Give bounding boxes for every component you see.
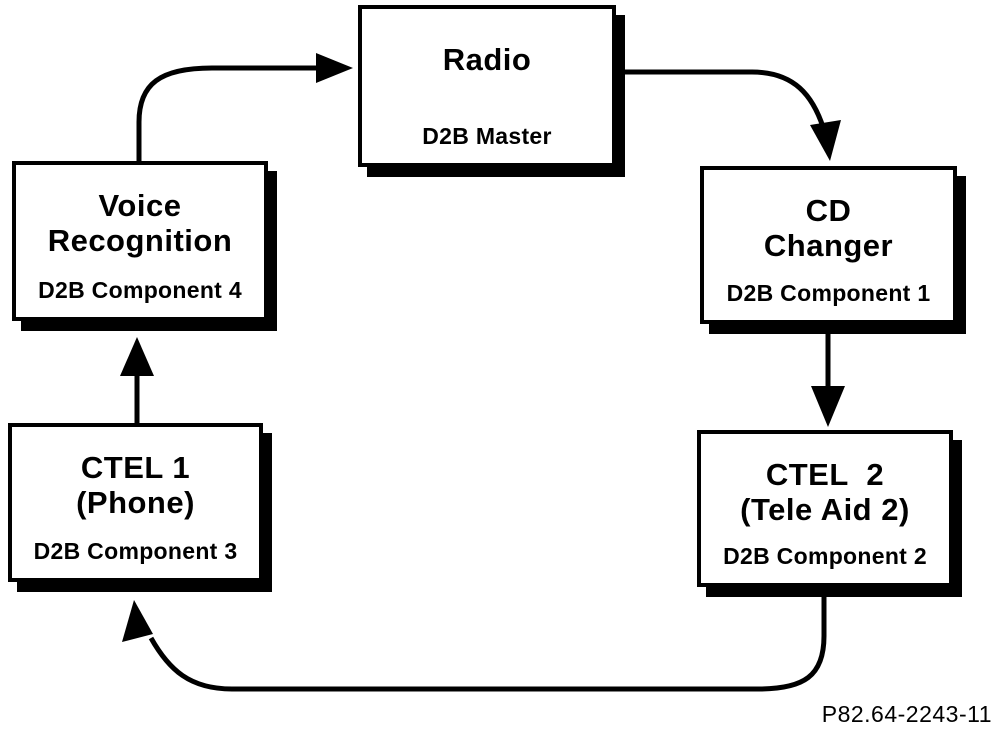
node-radio: Radio D2B Master xyxy=(358,5,616,167)
node-ctel-2-subtitle: D2B Component 2 xyxy=(723,543,927,569)
node-voice-recognition-subtitle: D2B Component 4 xyxy=(38,277,242,303)
node-ctel-2: CTEL 2 (Tele Aid 2) D2B Component 2 xyxy=(697,430,953,587)
arrow-voice-to-radio xyxy=(136,53,353,170)
node-voice-recognition: Voice Recognition D2B Component 4 xyxy=(12,161,268,321)
arrow-cd-changer-to-ctel-2 xyxy=(811,330,845,427)
node-ctel-1: CTEL 1 (Phone) D2B Component 3 xyxy=(8,423,263,582)
node-voice-recognition-title: Voice Recognition xyxy=(47,188,233,258)
node-ctel-1-subtitle: D2B Component 3 xyxy=(33,538,238,564)
node-radio-title: Radio xyxy=(442,42,532,77)
node-cd-changer: CD Changer D2B Component 1 xyxy=(700,166,957,324)
node-ctel-1-title: CTEL 1 (Phone) xyxy=(76,450,195,520)
node-cd-changer-subtitle: D2B Component 1 xyxy=(726,280,931,306)
arrow-ctel-2-to-ctel-1 xyxy=(122,590,827,692)
figure-number-caption: P82.64-2243-11 xyxy=(821,701,992,727)
arrow-ctel-1-to-voice xyxy=(120,337,154,430)
node-radio-subtitle: D2B Master xyxy=(422,123,552,149)
node-cd-changer-title: CD Changer xyxy=(763,193,894,263)
arrow-radio-to-cd-changer xyxy=(612,69,841,161)
node-ctel-2-title: CTEL 2 (Tele Aid 2) xyxy=(740,457,910,527)
